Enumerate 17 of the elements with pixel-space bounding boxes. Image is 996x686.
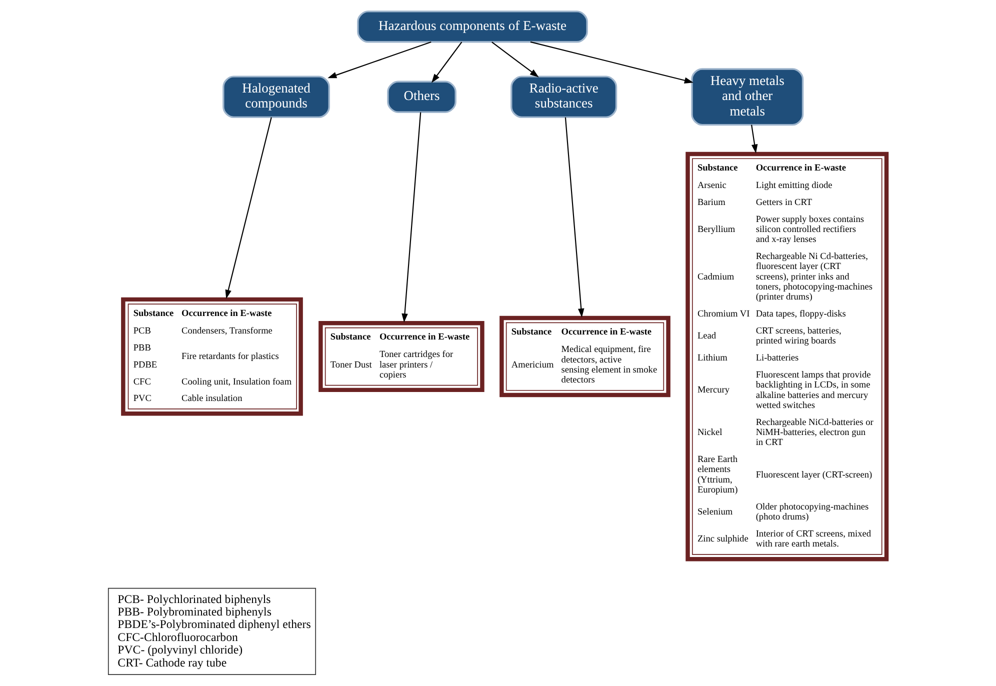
node-box: Substance Occurrence in E-waste PCB Condensers, Transforme PBB Fire retardants for plastics PDBE CFC Cooling unit, Insulation foam PVC Cable insulation [120, 297, 302, 416]
node-box: Others [386, 80, 456, 113]
arrow [224, 117, 272, 299]
arrow [750, 124, 758, 154]
arrow [327, 41, 431, 78]
node-box: PCB- Polychlorinated biphenyls PBB- Polybrominated biphenyls PBDE’s-Polybrominated diphenyl ethers CFC-Chlorofluorocarbon PVC- (polyvinyl chloride) CRT- Cathode ray tube [107, 588, 316, 675]
arrow [431, 42, 462, 83]
node-box: Heavy metals and other metals [690, 68, 804, 126]
arrow [530, 41, 693, 84]
arrow [564, 117, 584, 318]
node-box: Hazardous components of E-waste [356, 10, 588, 43]
node-box: Halogenated compounds [222, 76, 330, 118]
node-box: Substance Occurrence in E-waste Toner Dust Toner cartridges for laser printers / copiers [318, 321, 484, 392]
arrow [401, 112, 421, 323]
node-box: Radio-active substances [510, 76, 617, 118]
node-box: Substance Occurrence in E-waste Arsenic Light emitting diode Barium Getters in CRT Beryllium Power supply boxes contains silicon controlled rectifiers and x-ray lenses Cadmium Rechargeable Ni Cd-batteries, fluorescent layer (CRT screens), printer inks and toners, photocopying-machines (printer drums) Chromium VI Data tapes, floppy-disks Lead CRT screens, batteries, printed wiring boards Lithium Li-batteries Mercury Fluorescent lamps that provide backlighting in LCDs, in some alkaline batteries and mercury wetted switches Nickel Rechargeable NiCd-batteries or NiMH-batteries, electron gun in CRT Rare Earth elements (Yttrium, Europium) Fluorescent layer (CRT-screen) Selenium Older photocopying-machines (photo drums) Zinc sulphide Interior of CRT screens, mixed with rare earth metals. [685, 152, 888, 562]
arrow [491, 42, 538, 78]
